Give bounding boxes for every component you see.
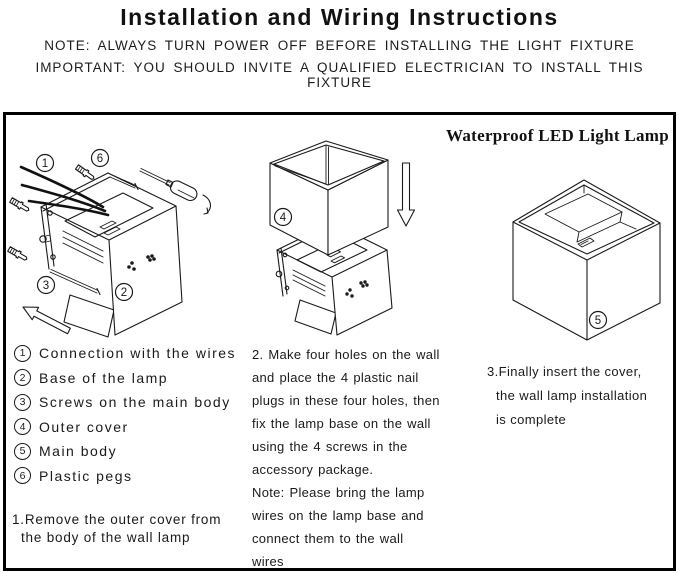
part-item-5: 5 Main body xyxy=(14,439,236,464)
step-2-line: Note: Please bring the lamp xyxy=(252,485,425,500)
diagram-exploded-base: 1 6 3 2 xyxy=(6,148,212,338)
diagram-assembled-lamp: 5 xyxy=(512,179,661,341)
svg-text:1: 1 xyxy=(42,158,48,170)
diagram-panel: Waterproof LED Light Lamp xyxy=(3,112,676,571)
diagram-label-4: 4 xyxy=(273,207,293,227)
step-1-text: 1.Remove the outer cover from the body o… xyxy=(12,511,221,546)
part-item-6: 6 Plastic pegs xyxy=(14,464,236,489)
part-label: Connection with the wires xyxy=(39,345,237,362)
part-label: Outer cover xyxy=(39,418,129,435)
part-label: Plastic pegs xyxy=(39,467,133,484)
svg-text:5: 5 xyxy=(595,315,601,327)
step-2-line: wires xyxy=(252,554,284,569)
step-2-line: accessory package. xyxy=(252,462,374,477)
step-1-line: the body of the wall lamp xyxy=(21,529,191,545)
step-3-line: the wall lamp installation xyxy=(496,388,648,403)
part-number-badge: 2 xyxy=(14,369,31,387)
page-title: Installation and Wiring Instructions xyxy=(120,4,559,30)
screwdriver-icon xyxy=(139,168,198,202)
outer-cover xyxy=(269,140,389,256)
down-arrow-icon xyxy=(396,162,416,227)
step-2-line: and place the 4 plastic nail xyxy=(252,370,419,385)
note-line-1: NOTE: ALWAYS TURN POWER OFF BEFORE INSTA… xyxy=(44,38,635,53)
diagram-label-2: 2 xyxy=(114,282,134,302)
diagram-label-5: 5 xyxy=(588,310,608,330)
part-label: Screws on the main body xyxy=(39,394,231,411)
svg-text:6: 6 xyxy=(97,153,103,165)
step-2-line: using the 4 screws in the xyxy=(252,439,408,454)
step-2-line: connect them to the wall xyxy=(252,531,404,546)
peg-icon xyxy=(8,196,32,214)
product-name-label: Waterproof LED Light Lamp xyxy=(445,126,669,145)
part-number-badge: 5 xyxy=(14,442,31,460)
part-number-badge: 1 xyxy=(14,344,31,362)
step-2-line: wires on the lamp base and xyxy=(252,508,424,523)
svg-text:3: 3 xyxy=(43,280,49,292)
peg-icon xyxy=(6,245,30,263)
diagram-cover-over-base: 4 xyxy=(269,140,416,336)
part-item-4: 4 Outer cover xyxy=(14,415,236,440)
main-body-cube xyxy=(512,179,661,341)
note-line-2: IMPORTANT: YOU SHOULD INVITE A QUALIFIED… xyxy=(35,60,644,90)
part-item-2: 2 Base of the lamp xyxy=(14,366,236,391)
step-3-text: 3.Finally insert the cover, the wall lam… xyxy=(487,360,647,432)
part-number-badge: 6 xyxy=(14,467,31,485)
part-number-badge: 3 xyxy=(14,393,31,411)
mounting-plate xyxy=(39,172,111,270)
screws xyxy=(49,174,139,296)
up-left-arrow-icon xyxy=(22,306,71,335)
rotation-arrow-icon xyxy=(202,194,212,215)
step-3-line: 3.Finally insert the cover, xyxy=(487,364,642,379)
step-1-line: 1.Remove the outer cover from xyxy=(12,512,222,527)
part-label: Main body xyxy=(39,443,118,460)
diagram-label-3: 3 xyxy=(36,275,56,295)
svg-text:4: 4 xyxy=(280,212,287,224)
step-3-line: is complete xyxy=(496,412,567,427)
part-item-3: 3 Screws on the main body xyxy=(14,390,236,415)
svg-text:2: 2 xyxy=(121,287,127,299)
part-number-badge: 4 xyxy=(14,418,31,436)
step-2-text: 2. Make four holes on the wall and place… xyxy=(252,343,467,573)
front-plate xyxy=(108,205,183,336)
peg-icon xyxy=(74,163,97,183)
parts-legend: 1 Connection with the wires 2 Base of th… xyxy=(14,341,236,488)
wires-icon xyxy=(19,165,110,217)
lamp-base xyxy=(275,222,393,336)
part-label: Base of the lamp xyxy=(39,369,169,386)
step-2-line: 2. Make four holes on the wall xyxy=(252,347,440,362)
diagram-label-6: 6 xyxy=(90,148,110,168)
part-item-1: 1 Connection with the wires xyxy=(14,341,236,366)
diagram-label-1: 1 xyxy=(35,153,55,173)
step-2-line: plugs in these four holes, then xyxy=(252,393,440,408)
step-2-line: fix the lamp base on the wall xyxy=(252,416,431,431)
